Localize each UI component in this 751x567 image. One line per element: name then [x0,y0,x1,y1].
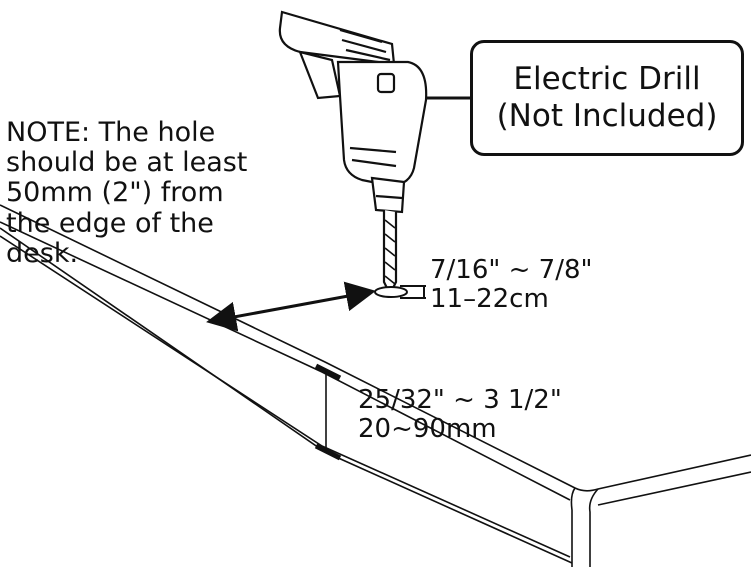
note-line: should be at least [6,147,248,179]
note-line: NOTE: The hole [6,117,216,148]
drill-callout-box: Electric Drill (Not Included) [470,40,744,156]
note-line: 50mm (2") from [6,177,224,209]
callout-subtitle: (Not Included) [496,98,718,134]
callout-title: Electric Drill [513,60,701,97]
note-text: NOTE: The hole should be at least 50mm (… [6,117,248,269]
electric-drill-icon [278,10,428,297]
hole-size-metric: 11–22cm [430,284,549,315]
thickness-inches: 25/32" ~ 3 1/2" [358,385,562,415]
thickness-dimension-marker [314,363,342,461]
edge-distance-arrow [206,281,376,332]
hole-size-label: 7/16" ~ 7/8" 11–22cm [430,255,593,315]
note-line: the edge of the [6,207,214,239]
note-line: desk. [6,237,79,269]
hole-size-inches: 7/16" ~ 7/8" [430,255,593,285]
desk-illustration [0,204,751,567]
hole-mark [374,286,408,298]
hole-dimension-bracket [400,285,426,299]
thickness-metric: 20~90mm [358,414,497,445]
desk-thickness-label: 25/32" ~ 3 1/2" 20~90mm [358,385,562,445]
